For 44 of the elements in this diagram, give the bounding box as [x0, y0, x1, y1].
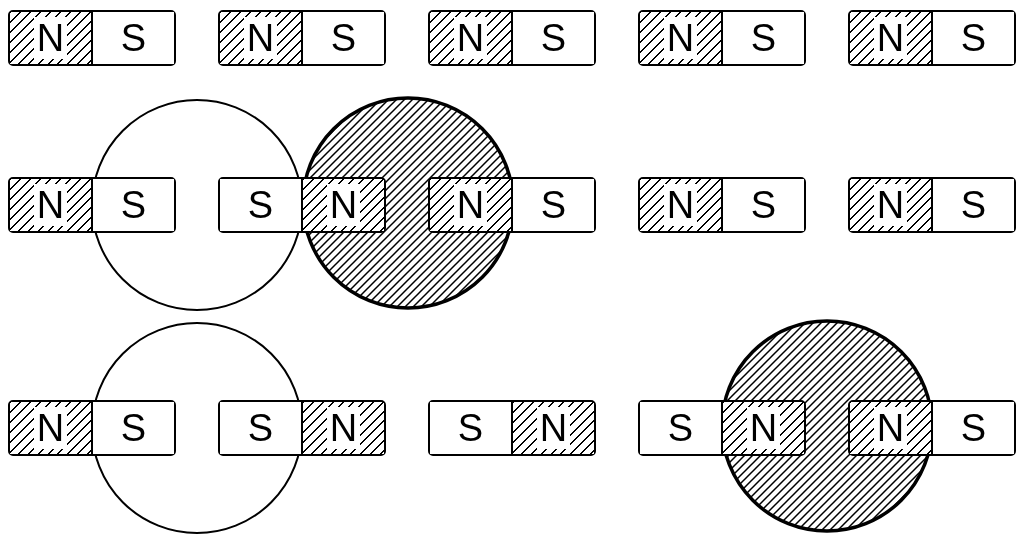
bar-magnet: [8, 10, 176, 66]
hatched-pole: N: [850, 402, 931, 454]
bar-magnet: [218, 400, 386, 456]
bar-magnet: [848, 10, 1016, 66]
plain-pole: S: [931, 179, 1014, 231]
plain-pole: S: [931, 402, 1014, 454]
plain-pole: S: [220, 179, 301, 231]
hatched-pole: N: [301, 402, 384, 454]
bar-magnet: [428, 400, 596, 456]
plain-pole: S: [91, 12, 174, 64]
plain-pole: S: [220, 402, 301, 454]
plain-pole: S: [640, 402, 721, 454]
hatched-pole: N: [640, 12, 721, 64]
plain-pole: S: [91, 179, 174, 231]
bar-magnet: [638, 400, 806, 456]
hatched-pole: N: [430, 179, 511, 231]
plain-pole: S: [301, 12, 384, 64]
hatched-pole: N: [301, 179, 384, 231]
bar-magnet: [848, 400, 1016, 456]
hatched-pole: N: [511, 402, 594, 454]
plain-pole: S: [511, 12, 594, 64]
hatched-pole: N: [10, 12, 91, 64]
bar-magnet: [638, 177, 806, 233]
plain-pole: S: [511, 179, 594, 231]
bar-magnet: [638, 10, 806, 66]
hatched-pole: N: [640, 179, 721, 231]
plain-pole: S: [91, 402, 174, 454]
plain-pole: S: [721, 12, 804, 64]
bar-magnet: [8, 400, 176, 456]
hatched-pole: N: [220, 12, 301, 64]
bar-magnet: [428, 177, 596, 233]
plain-pole: S: [931, 12, 1014, 64]
hatched-pole: N: [721, 402, 804, 454]
hatched-pole: N: [10, 179, 91, 231]
hatched-pole: N: [850, 179, 931, 231]
bar-magnet: [218, 177, 386, 233]
bar-magnet: [8, 177, 176, 233]
hatched-pole: N: [10, 402, 91, 454]
bar-magnet: [848, 177, 1016, 233]
bar-magnet: [218, 10, 386, 66]
hatched-pole: N: [430, 12, 511, 64]
bar-magnet: [428, 10, 596, 66]
hatched-pole: N: [850, 12, 931, 64]
plain-pole: S: [721, 179, 804, 231]
